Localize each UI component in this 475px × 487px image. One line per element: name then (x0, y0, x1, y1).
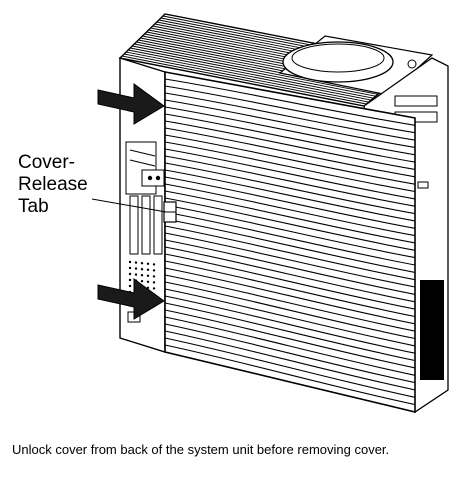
top-rib (121, 55, 367, 105)
vent-dot (128, 260, 132, 264)
cover-rib (164, 225, 416, 281)
top-rib (124, 53, 369, 103)
cover-rib (164, 316, 416, 376)
cover-rib (164, 253, 416, 310)
cover-rib (164, 344, 416, 406)
vent-dot (134, 273, 138, 276)
callout-label-line-2: Release (18, 174, 88, 195)
top-rib (126, 51, 372, 101)
cover-ribs (164, 78, 416, 406)
system-unit-illustration (91, 13, 449, 414)
cover-rib (164, 302, 416, 362)
cover-rib (164, 267, 416, 325)
vent-dot (140, 262, 144, 265)
figure-caption: Unlock cover from back of the system uni… (12, 442, 390, 457)
vent-dot (146, 280, 150, 283)
cover-rib (164, 176, 416, 229)
cover-rib (164, 274, 416, 332)
cover-rib (164, 281, 416, 340)
cover-rib (164, 337, 416, 398)
power-button-icon (407, 59, 417, 69)
cover-rib (164, 204, 416, 259)
vent-dot (152, 281, 156, 284)
vent-dot (128, 266, 132, 270)
vent-dot (128, 272, 132, 276)
cover-rib (164, 330, 416, 391)
vent-dot (134, 261, 138, 264)
cover-rib (164, 85, 416, 134)
cover-rib (164, 288, 416, 347)
vent-dot (134, 267, 138, 270)
cover-rib (164, 239, 416, 295)
vent-dot (152, 287, 156, 290)
cover-rib (164, 295, 416, 354)
cover-rib (164, 260, 416, 318)
cover-rib (164, 169, 416, 222)
cover-rib (164, 92, 416, 141)
vent-dot (146, 268, 150, 271)
cover-rib (164, 134, 416, 185)
cover-rib (164, 155, 416, 207)
cover-rib (164, 106, 416, 156)
vent-dot (128, 284, 132, 288)
vent-dot (152, 269, 156, 272)
cover-rib (164, 309, 416, 369)
vent-dot (146, 262, 150, 265)
top-rib (128, 49, 374, 99)
cover-rib (164, 141, 416, 193)
back-panel (119, 57, 166, 353)
cover-rib (164, 197, 416, 251)
vent-dot (140, 274, 144, 277)
cover-rib (164, 218, 416, 273)
cover-rib (164, 78, 416, 126)
vent-dot (152, 263, 156, 266)
cover-rib (164, 190, 416, 244)
callout-leader-line (91, 198, 167, 213)
vent-dot (140, 280, 144, 283)
cover-rib (164, 127, 416, 178)
vent-dot (128, 278, 132, 282)
callout-label-line-1: Cover- (18, 152, 76, 173)
top-rib (132, 45, 378, 95)
cover-rib (164, 246, 416, 303)
callout-label-line-3: Tab (18, 196, 49, 217)
cover-rib (164, 232, 416, 288)
vent-dot (152, 275, 156, 278)
cover-rib (164, 113, 416, 163)
system-cover (164, 71, 416, 414)
vent-dot (140, 268, 144, 271)
arrow-right-icon (97, 278, 165, 320)
cover-rib (164, 323, 416, 384)
arrow-right-icon (97, 83, 165, 125)
cover-rib (164, 183, 416, 237)
cover-rib (164, 148, 416, 200)
cover-rib (164, 120, 416, 170)
vent-dot (146, 274, 150, 277)
cover-rib (164, 211, 416, 266)
cover-rib (164, 162, 416, 215)
drive-bay-housing (278, 35, 435, 96)
cover-rib (164, 99, 416, 148)
top-rib (130, 47, 376, 97)
